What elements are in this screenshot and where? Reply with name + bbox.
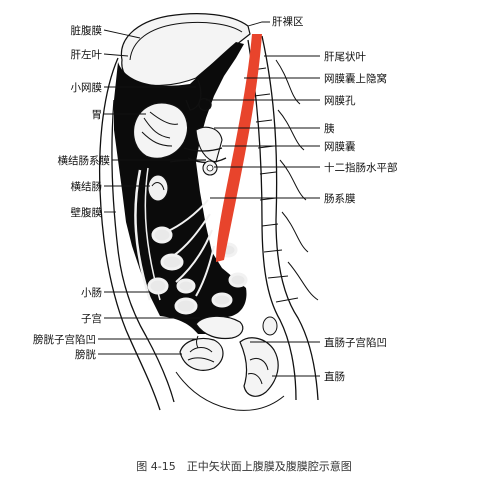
label-rectouterine-pouch: 直肠子宫陷凹 [324,336,387,349]
parietal-peritoneum-line [111,99,175,403]
label-omental-foramen: 网膜孔 [324,94,356,107]
rectum-folds [247,357,269,385]
label-mesentery: 肠系膜 [324,193,356,205]
pelvic-floor-line [175,371,285,411]
intestine-loop [147,277,169,295]
vertebral-column [247,35,319,401]
intestine-loop [211,292,233,308]
label-pancreas: 胰 [324,122,335,135]
transverse-colon-shape [147,174,169,202]
intestine-loop [151,226,173,244]
abdominal-wall-outer [99,57,161,411]
label-caudate-lobe: 肝尾状叶 [324,50,366,63]
intestine-loop [176,278,196,294]
anatomy-drawing [99,13,319,411]
leader-lines [98,21,320,377]
label-omental-bursa: 网膜囊 [324,140,356,153]
label-lesser-omentum: 小网膜 [71,82,103,94]
uterus-shape [195,315,244,340]
label-stomach: 胃 [92,109,103,121]
duodenum-lumen [206,164,214,172]
transverse-colon-fold [151,182,165,191]
label-visceral-peritoneum: 脏腹膜 [71,24,103,37]
label-transverse-mesocolon: 横结肠系膜 [58,154,111,167]
label-vesicouterine-pouch: 膀胱子宫陷凹 [33,333,96,346]
stomach-folds [141,111,179,147]
vesicouterine-line [196,335,199,349]
intestine-loop [228,272,248,288]
intestine-loop [160,253,184,271]
intestine-loop [174,297,198,315]
aorta [216,34,262,262]
label-rectum: 直肠 [324,370,345,383]
mesentery-line-3 [175,229,213,283]
figure-caption: 图 4-15 正中矢状面上腹膜及腹膜腔示意图 [136,459,351,473]
bladder-folds [187,347,215,363]
pancreas-shape [195,126,223,163]
rectum-shape [239,337,279,397]
stomach-shape [132,102,189,159]
label-uterus: 子宫 [81,312,102,325]
liver-inner-contour [129,21,243,61]
label-bladder: 膀胱 [75,348,96,361]
greater-omentum [134,169,152,301]
label-transverse-colon: 横结肠 [71,180,103,193]
label-horizontal-duodenum: 十二指肠水平部 [324,161,398,174]
label-parietal-peritoneum: 壁腹膜 [71,206,103,219]
sigmoid-loop [262,316,278,336]
label-left-lobe-liver: 肝左叶 [71,48,103,61]
label-liver-bare-area: 肝裸区 [272,15,304,28]
labels: 肝裸区 脏腹膜 肝左叶 肝尾状叶 网膜囊上隐窝 小网膜 网膜孔 胃 胰 网膜囊 … [33,15,398,383]
label-small-intestine: 小肠 [81,287,102,299]
mesentery-line-4 [195,245,215,297]
label-superior-recess: 网膜囊上隐窝 [324,72,387,85]
bladder-shape [179,337,224,371]
omental-foramen-ring [198,98,212,112]
